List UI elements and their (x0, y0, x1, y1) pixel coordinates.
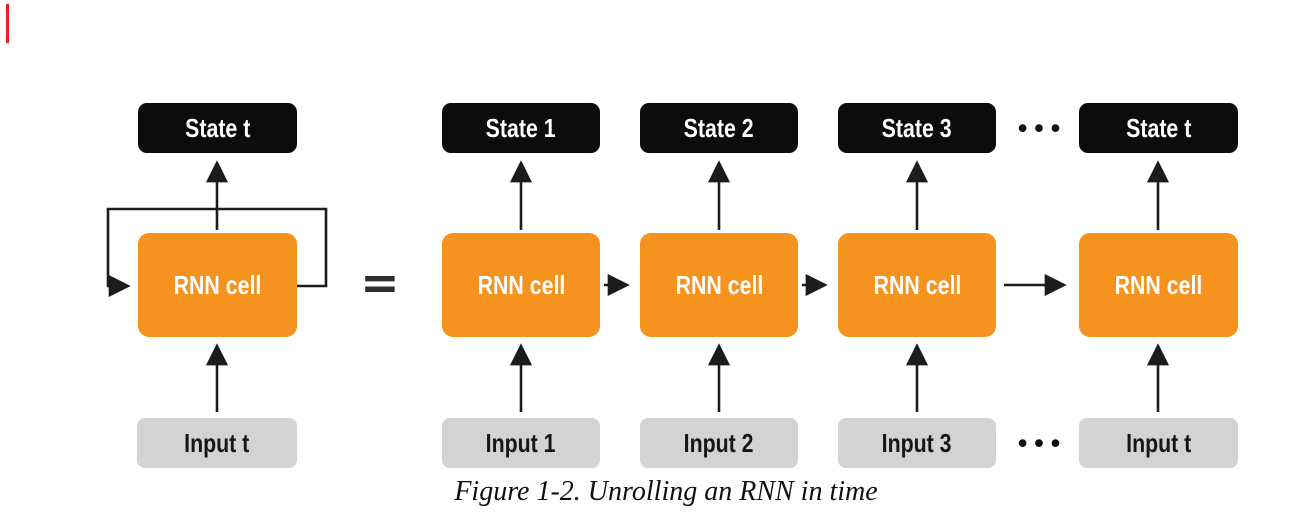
state2-box: State 2 (640, 103, 798, 153)
rnn-cell3-box: RNN cell (838, 233, 996, 337)
equals-sign: = (360, 255, 400, 311)
state1-box: State 1 (442, 103, 600, 153)
inputt-label: Input t (1125, 428, 1192, 458)
input2-box: Input 2 (640, 418, 798, 468)
input2-label: Input 2 (684, 428, 754, 458)
red-selection-mark (6, 4, 9, 43)
rnn-cell1-box: RNN cell (442, 233, 600, 337)
input3-label: Input 3 (882, 428, 952, 458)
rnn-cell4-label: RNN cell (1114, 270, 1203, 300)
rolled-input-box: Input t (137, 418, 297, 468)
rnn-cell4-box: RNN cell (1079, 233, 1238, 337)
ellipsis-bottom-icon: ••• (1017, 427, 1068, 458)
rolled-rnn-cell-label: RNN cell (173, 270, 262, 300)
state3-label: State 3 (882, 113, 952, 143)
statet-label: State t (1125, 113, 1192, 143)
rnn-cell3-label: RNN cell (873, 270, 961, 300)
state2-label: State 2 (684, 113, 754, 143)
rolled-input-label: Input t (184, 428, 250, 458)
rolled-state-box: State t (138, 103, 297, 153)
rolled-state-label: State t (184, 113, 251, 143)
input1-label: Input 1 (486, 428, 556, 458)
statet-box: State t (1079, 103, 1238, 153)
state3-box: State 3 (838, 103, 996, 153)
ellipsis-top-icon: ••• (1017, 112, 1068, 143)
rnn-cell2-label: RNN cell (675, 270, 763, 300)
input3-box: Input 3 (838, 418, 996, 468)
rolled-rnn-cell-box: RNN cell (138, 233, 297, 337)
inputt-box: Input t (1079, 418, 1238, 468)
figure-caption: Figure 1-2. Unrolling an RNN in time (454, 476, 878, 507)
rnn-cell2-box: RNN cell (640, 233, 798, 337)
input1-box: Input 1 (442, 418, 600, 468)
state1-label: State 1 (486, 113, 556, 143)
rnn-cell1-label: RNN cell (477, 270, 565, 300)
